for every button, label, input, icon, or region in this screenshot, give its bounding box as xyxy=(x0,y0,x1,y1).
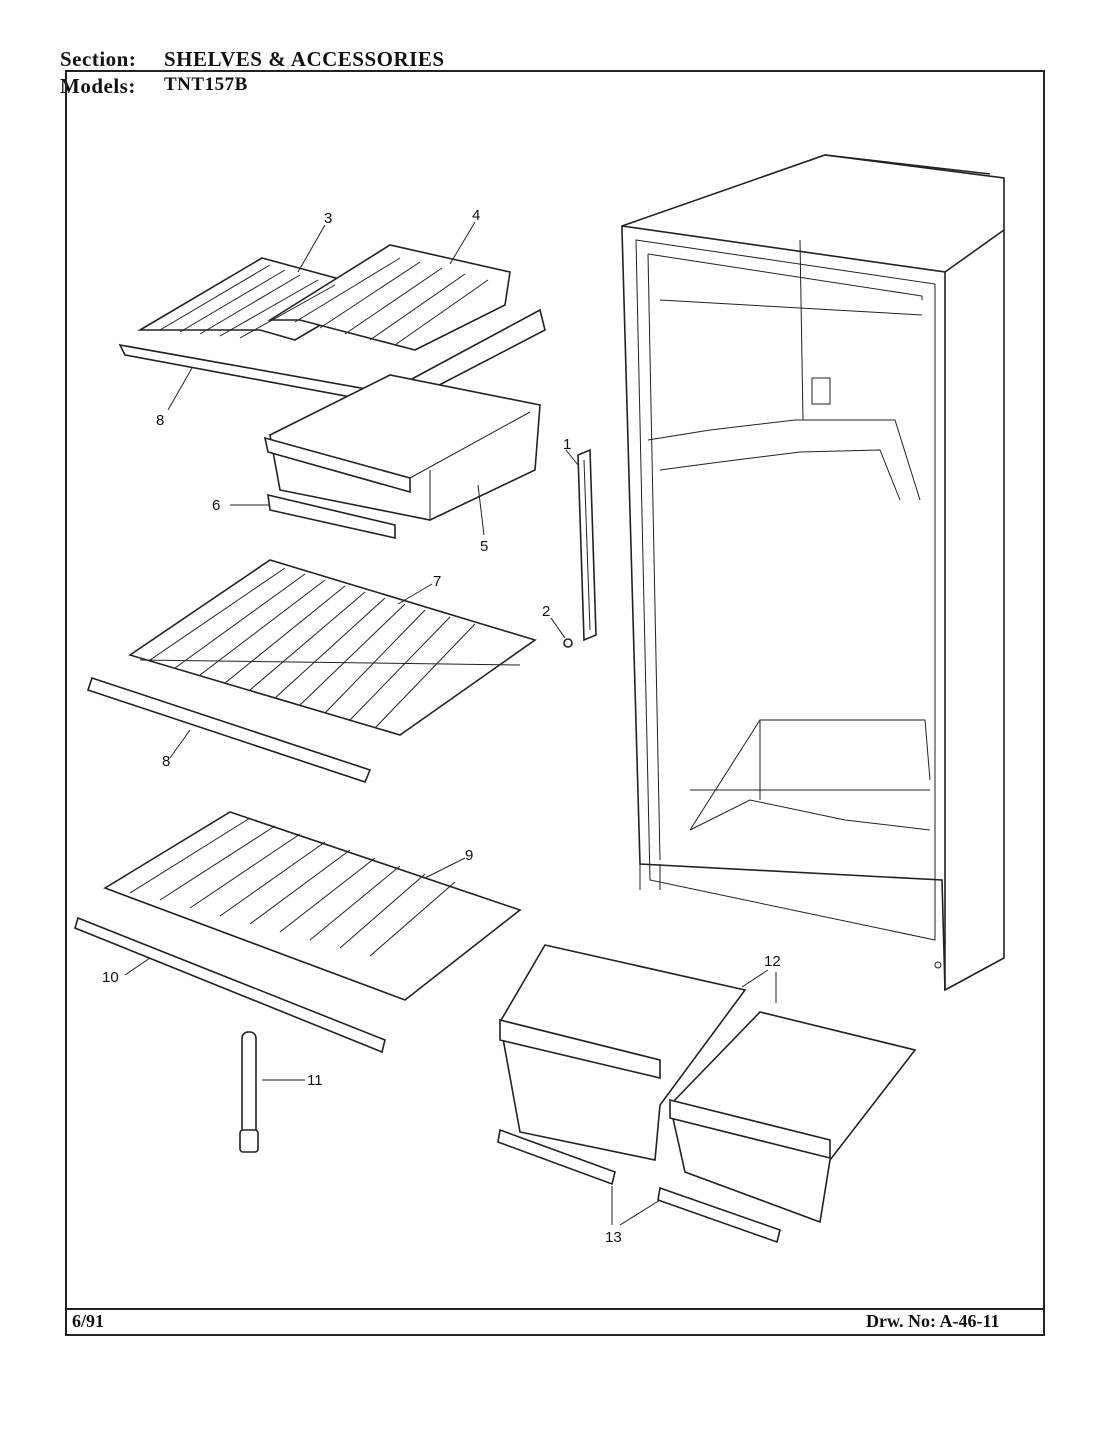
glass-shelf-9 xyxy=(103,811,522,1001)
callout-3: 3 xyxy=(324,210,332,227)
callout-6: 6 xyxy=(212,497,220,514)
callout-9: 9 xyxy=(465,847,473,864)
meat-drawer-5 xyxy=(263,374,541,521)
shelf-support-1-2 xyxy=(563,448,597,648)
models-label: Models: xyxy=(60,74,136,98)
callout-8-lower: 8 xyxy=(162,753,170,770)
drawing-date: 6/91 xyxy=(72,1311,105,1331)
footer-divider xyxy=(65,1308,1045,1310)
callout-4: 4 xyxy=(472,207,480,224)
section-title: SHELVES & ACCESSORIES xyxy=(164,47,445,71)
callout-11: 11 xyxy=(307,1072,323,1089)
leader-lines xyxy=(124,221,777,1226)
callout-5: 5 xyxy=(480,538,488,555)
shelf-trim-10 xyxy=(74,916,386,1054)
callout-8-upper: 8 xyxy=(156,412,164,429)
support-rod-11 xyxy=(239,1031,259,1153)
drawing-frame xyxy=(65,70,1045,1336)
refrigerator-cabinet xyxy=(621,154,1005,992)
callout-2: 2 xyxy=(542,603,550,620)
callout-7: 7 xyxy=(433,573,441,590)
wire-shelf-7 xyxy=(128,559,537,736)
shelf-trim-8 xyxy=(86,676,372,783)
model-number: TNT157B xyxy=(164,74,248,95)
crisper-trim-13 xyxy=(497,1128,781,1244)
callout-13: 13 xyxy=(605,1229,622,1246)
callout-10: 10 xyxy=(102,969,119,986)
drawing-number: Drw. No: A-46-11 xyxy=(866,1311,1000,1331)
callout-1: 1 xyxy=(563,436,571,453)
section-label: Section: xyxy=(60,47,137,71)
crisper-drawers-12 xyxy=(499,944,917,1224)
upper-shelf-3-4 xyxy=(118,244,546,410)
callout-12: 12 xyxy=(764,953,781,970)
